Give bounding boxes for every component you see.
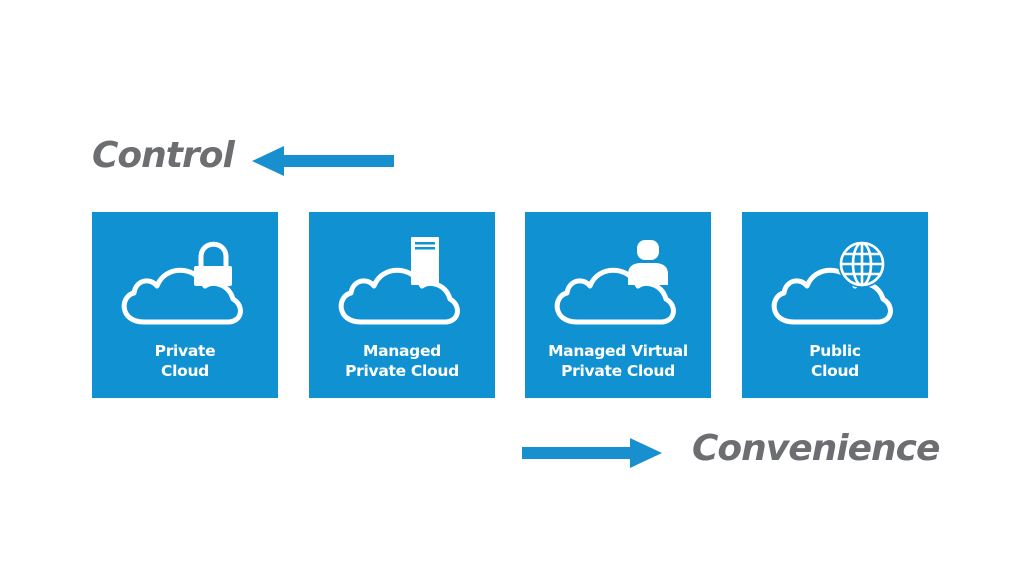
tile-managed-virtual-private-cloud: Managed Virtual Private Cloud: [525, 212, 711, 398]
left-arrow-icon: [252, 146, 394, 176]
tile-private-cloud: Private Cloud: [92, 212, 278, 398]
tile-label: Public Cloud: [809, 342, 861, 380]
convenience-label: Convenience: [692, 428, 940, 469]
cloud-server-icon: [338, 237, 460, 325]
tile-label: Managed Virtual Private Cloud: [548, 342, 688, 380]
cloud-user-icon: [554, 240, 676, 325]
tile-public-cloud: Public Cloud: [742, 212, 928, 398]
cloud-lock-icon: [121, 241, 243, 325]
control-label: Control: [92, 135, 235, 176]
right-arrow-icon: [522, 438, 662, 468]
tile-label: Private Cloud: [154, 342, 216, 380]
tile-managed-private-cloud: Managed Private Cloud: [309, 212, 495, 398]
tile-label: Managed Private Cloud: [345, 342, 459, 380]
cloud-globe-icon: [771, 240, 893, 325]
